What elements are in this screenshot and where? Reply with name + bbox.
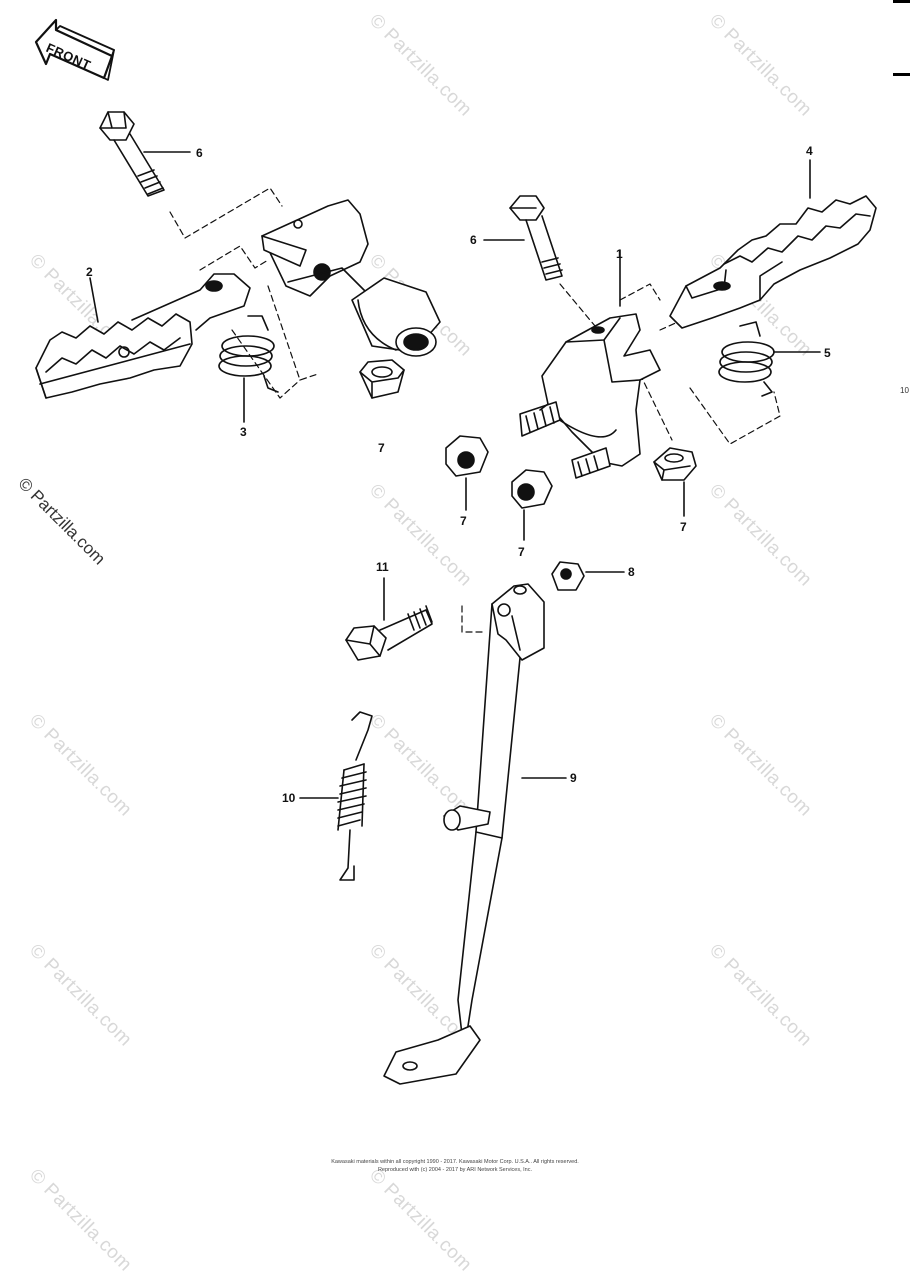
nut-7-a [445,435,489,477]
callout-6-right: 6 [470,233,477,247]
spring-3-left [218,315,279,393]
bolt-6-right [509,195,563,281]
callout-1: 1 [616,247,623,261]
spring-10 [337,711,373,881]
callout-6-left: 6 [196,146,203,160]
callout-7-center: 7 [378,441,385,455]
edge-mark [893,73,910,76]
callout-8: 8 [628,565,635,579]
footpeg-4-right [669,195,877,329]
callout-10: 10 [282,791,296,805]
nut-7-b [511,469,553,509]
callout-7-c: 7 [680,520,687,534]
callout-7-a: 7 [460,514,467,528]
front-arrow-icon [34,18,115,81]
copyright-line-1: Kawasaki materials within all copyright … [331,1159,579,1165]
footpeg-2-left [35,273,251,399]
page-number: 10 [900,386,909,395]
callout-11: 11 [376,560,389,574]
edge-mark [893,0,910,3]
callout-3: 3 [240,425,247,439]
callout-5: 5 [824,346,831,360]
copyright-line-2: Reproduced with (c) 2004 - 2017 by ARI N… [377,1167,533,1173]
side-stand-9 [383,583,545,1085]
callout-9: 9 [570,771,577,785]
bolt-6-left [99,111,165,197]
nut-7-left [359,359,405,399]
callout-2: 2 [86,265,93,279]
spring-5-right [718,321,775,397]
parts-diagram [34,18,877,1085]
footpeg-bracket-1 [519,313,661,479]
nut-7-c [653,447,697,481]
footpeg-bracket-left [261,199,441,357]
nut-8 [551,561,585,591]
callout-4: 4 [806,144,813,158]
bolt-11 [345,605,433,661]
callout-7-b: 7 [518,545,525,559]
